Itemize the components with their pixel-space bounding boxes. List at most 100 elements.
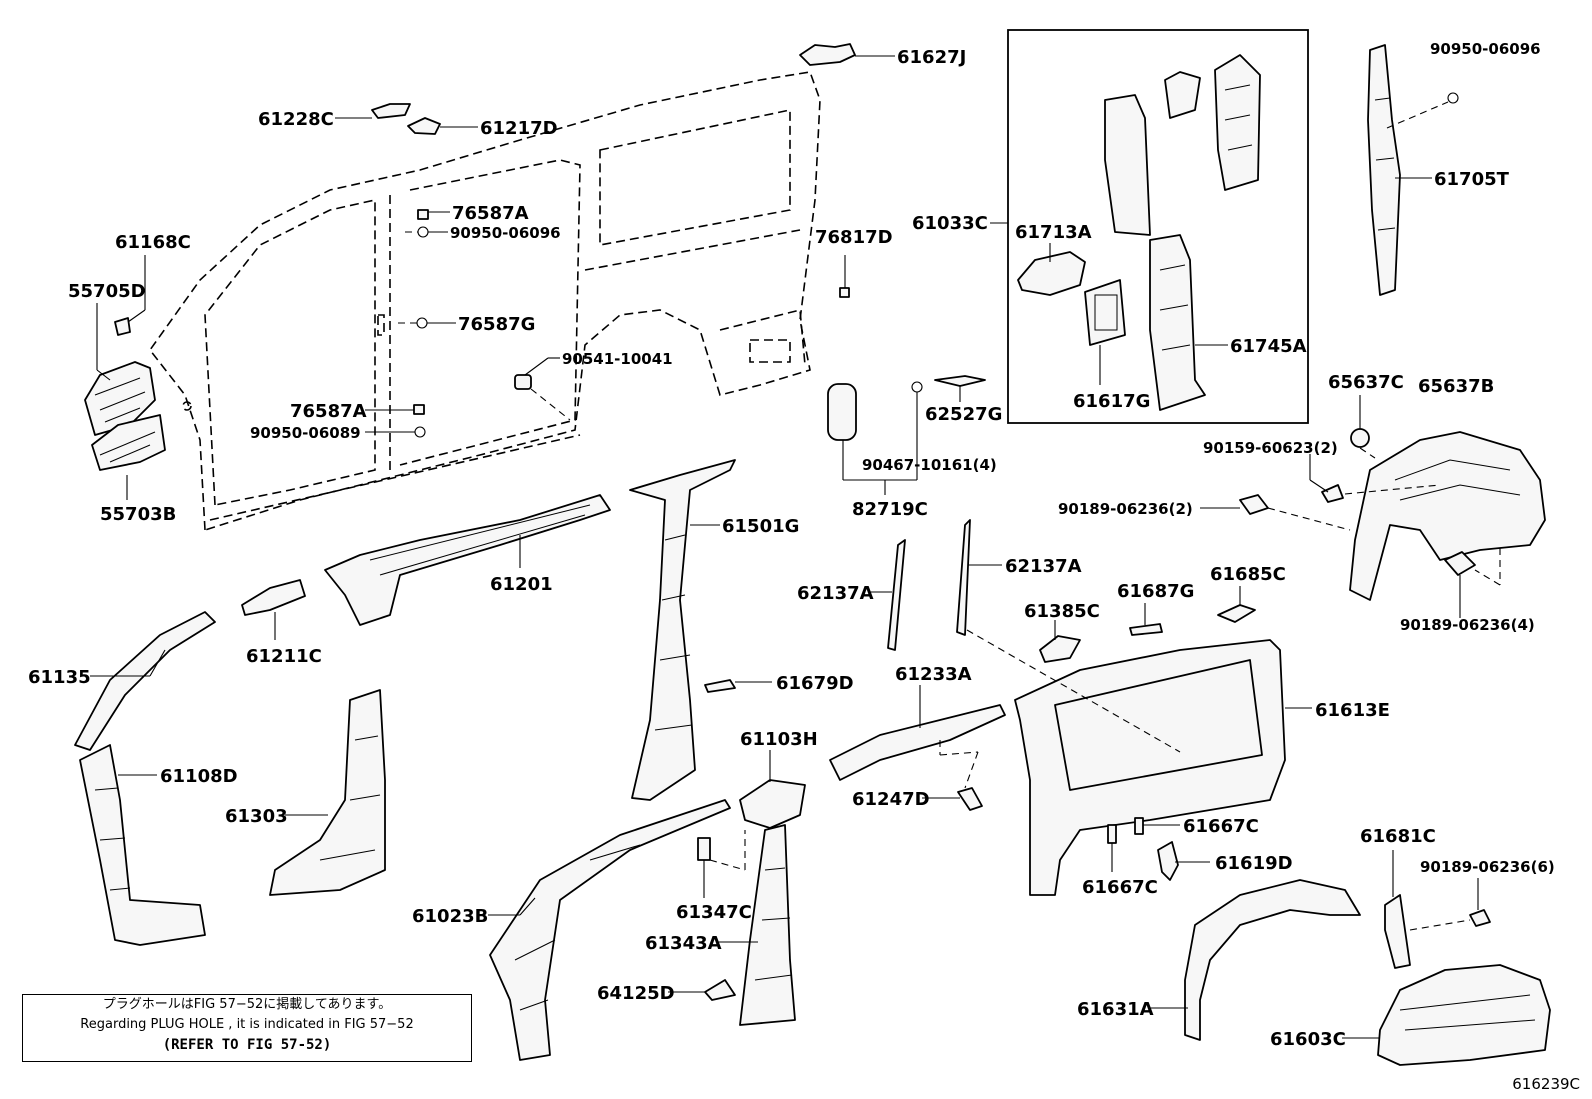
label-76817D: 76817D [815,227,893,248]
label-61603C: 61603C [1270,1029,1346,1050]
label-61385C: 61385C [1024,601,1100,622]
part-90189-06236-2 [1239,494,1269,515]
label-61347C: 61347C [676,902,752,923]
label-61679D: 61679D [776,673,854,694]
label-90467-10161: 90467-10161(4) [862,456,997,474]
label-62137A-right: 62137A [1005,556,1082,577]
label-61705T: 61705T [1434,169,1510,190]
label-65637B: 65637B [1418,376,1494,397]
label-61681C: 61681C [1360,826,1436,847]
part-61135 [74,611,216,751]
label-65637C: 65637C [1328,372,1404,393]
part-61201 [324,494,611,626]
label-76587A-low: 76587A [290,401,367,422]
part-61631A [1184,879,1361,1041]
part-61667C-b [1134,817,1144,835]
label-55703B: 55703B [100,504,176,525]
part-65637C [1350,428,1370,448]
part-61033C [1104,54,1261,236]
part-90159-60623 [1321,484,1344,503]
part-61247D [957,787,983,811]
part-61667C-a [1107,824,1117,844]
label-61211C: 61211C [246,646,322,667]
label-61033C: 61033C [912,213,988,234]
label-61667C-low: 61667C [1082,877,1158,898]
part-90541-10041 [514,374,532,390]
label-61685C: 61685C [1210,564,1286,585]
label-55705D: 55705D [68,281,146,302]
part-76587G [416,317,428,329]
label-61619D: 61619D [1215,853,1293,874]
diagram-id: 616239C [1512,1075,1580,1093]
label-61217D: 61217D [480,118,558,139]
part-61385C [1039,635,1081,663]
part-61217D [407,117,441,135]
label-61228C: 61228C [258,109,334,130]
label-90159-60623: 90159-60623(2) [1203,439,1338,457]
part-90950-06096-right [1447,92,1459,104]
label-61501G: 61501G [722,516,799,537]
label-61343A: 61343A [645,933,722,954]
part-90189-06236-4 [1444,551,1476,576]
part-61108D [79,744,206,946]
part-62527G [934,375,986,387]
label-82719C: 82719C [852,499,928,520]
part-61617G [1084,279,1126,346]
part-61343A [739,824,796,1026]
part-61501G [629,459,736,801]
part-number-labels: 61627J 61228C 61217D 76587A 90950-06096 … [28,40,1555,1050]
label-61627J: 61627J [897,47,966,68]
part-61619D [1157,841,1179,881]
part-64125D [704,979,736,1001]
dashed-connectors [398,101,1501,931]
label-61247D: 61247D [852,789,930,810]
note-reference: (REFER TO FIG 57-52) [162,1037,332,1053]
part-61233A [829,704,1006,781]
side-body-ghost-outline [149,71,821,532]
label-64125D: 64125D [597,983,675,1004]
label-90950-06096-mid: 90950-06096 [450,224,561,242]
part-61228C [371,103,411,119]
part-61685C [1217,604,1256,623]
label-76587G: 76587G [458,314,535,335]
label-61023B: 61023B [412,906,488,927]
label-61135: 61135 [28,667,91,688]
part-61705T [1367,44,1401,296]
part-61103H [739,779,806,829]
part-61627J [799,43,856,66]
label-61713A: 61713A [1015,222,1092,243]
part-61745A [1149,234,1206,411]
part-62137A-left [887,539,906,651]
label-61103H: 61103H [740,729,818,750]
inset-box-61033C [1007,29,1309,424]
part-61211C [241,579,306,616]
part-76587A-top [417,209,429,220]
label-90950-06089: 90950-06089 [250,424,361,442]
part-61168C [114,317,131,336]
part-90189-06236-6 [1469,909,1491,927]
label-62137A-left: 62137A [797,583,874,604]
label-61745A: 61745A [1230,336,1307,357]
note-japanese: プラグホールはFIG 57−52に掲載してあります。 [102,997,392,1012]
label-90950-06096-right: 90950-06096 [1430,40,1541,58]
part-61679D [704,679,736,693]
label-61168C: 61168C [115,232,191,253]
part-61713A [1017,251,1086,296]
part-82719C [827,383,857,441]
label-62527G: 62527G [925,404,1002,425]
note-english: Regarding PLUG HOLE , it is indicated in… [80,1017,414,1032]
part-55703B [91,414,166,471]
label-90189-06236-2: 90189-06236(2) [1058,500,1193,518]
label-90189-06236-4: 90189-06236(4) [1400,616,1535,634]
part-61347C [697,837,711,861]
part-90467-10161 [911,381,923,393]
label-61201: 61201 [490,574,553,595]
part-61687G [1129,623,1163,636]
label-61303: 61303 [225,806,288,827]
label-61667C-right: 61667C [1183,816,1259,837]
part-55705D [84,361,156,436]
part-61613E [1014,639,1286,896]
part-90950-06096-mid [417,226,429,238]
part-76587A-low [413,404,425,415]
